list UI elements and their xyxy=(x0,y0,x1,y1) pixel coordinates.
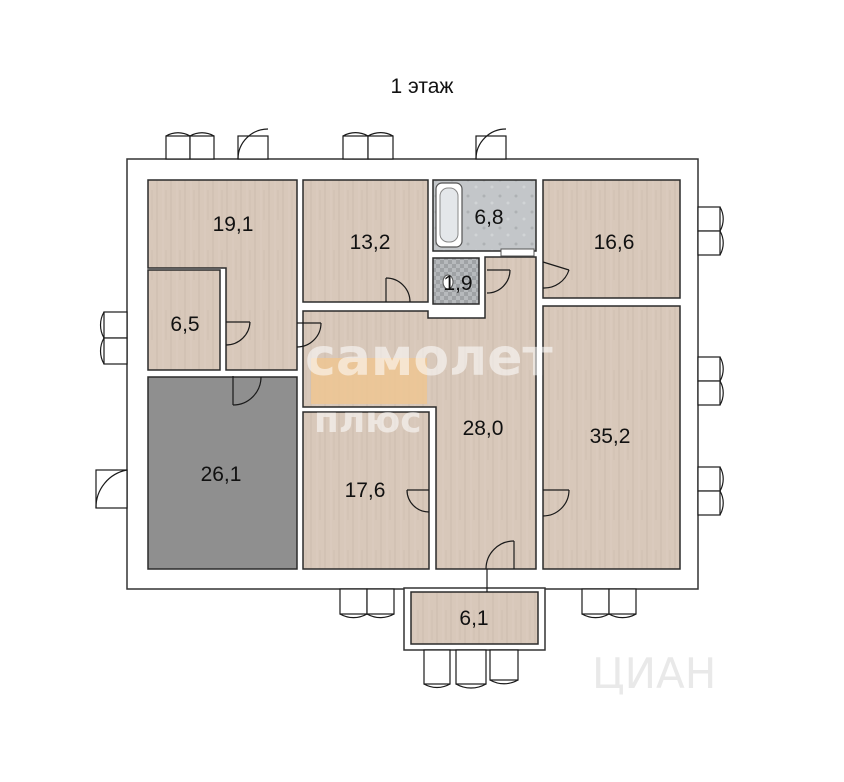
door-icon xyxy=(542,489,570,517)
double-door-icon xyxy=(165,132,215,160)
area-label: 6,1 xyxy=(459,607,488,630)
double-door-icon xyxy=(95,469,128,509)
double-door-icon xyxy=(697,206,724,256)
area-label: 6,5 xyxy=(170,313,199,336)
area-label: 13,2 xyxy=(350,231,391,254)
area-label: 16,6 xyxy=(594,231,635,254)
room-6-1 xyxy=(410,591,539,645)
interior-doors xyxy=(225,261,570,592)
door-icon xyxy=(485,540,515,570)
room-26-1 xyxy=(147,376,298,570)
door-icon xyxy=(385,277,411,303)
double-door-icon xyxy=(697,356,724,406)
room-6-5 xyxy=(147,269,221,371)
double-door-icon xyxy=(423,649,519,689)
watermark-brand-sub: плюс xyxy=(314,400,422,441)
watermark-logo: самолет плюс ЦИАН xyxy=(305,328,716,698)
room-1-9 xyxy=(432,257,480,305)
toilet-icon xyxy=(442,274,454,290)
logo-bar xyxy=(311,358,427,404)
door-icon xyxy=(486,269,511,294)
watermark-corner: ЦИАН xyxy=(592,649,716,698)
door-icon xyxy=(232,376,262,406)
double-door-icon xyxy=(581,588,637,619)
area-label: 26,1 xyxy=(201,463,242,486)
area-label: 6,8 xyxy=(474,206,503,229)
room-19-1 xyxy=(147,179,298,371)
area-label: 19,1 xyxy=(213,213,254,236)
rooms xyxy=(147,179,681,645)
area-label: 28,0 xyxy=(463,417,504,440)
sink-icon xyxy=(500,248,535,257)
area-label: 1,9 xyxy=(443,272,472,295)
double-door-icon xyxy=(342,132,394,160)
double-door-icon xyxy=(99,311,128,365)
double-door-icon xyxy=(697,466,724,516)
bathtub-icon xyxy=(435,182,463,248)
room-35-2 xyxy=(542,305,681,570)
watermark-brand-main: самолет xyxy=(305,328,553,388)
room-13-2 xyxy=(302,179,429,303)
room-16-6 xyxy=(542,179,681,299)
double-door-icon xyxy=(237,128,269,160)
door-icon xyxy=(406,489,430,513)
exterior-doors xyxy=(95,128,724,689)
area-label: 35,2 xyxy=(590,425,631,448)
door-icon xyxy=(296,322,322,348)
door-icon xyxy=(225,321,251,346)
door-icon xyxy=(542,261,570,289)
room-28-0 xyxy=(302,256,537,570)
double-door-icon xyxy=(339,588,395,619)
area-labels: 19,1 13,2 6,8 16,6 1,9 6,5 26,1 28,0 35,… xyxy=(170,206,634,630)
double-door-icon xyxy=(475,128,507,160)
floor-title: 1 этаж xyxy=(391,75,454,98)
area-label: 17,6 xyxy=(345,479,386,502)
